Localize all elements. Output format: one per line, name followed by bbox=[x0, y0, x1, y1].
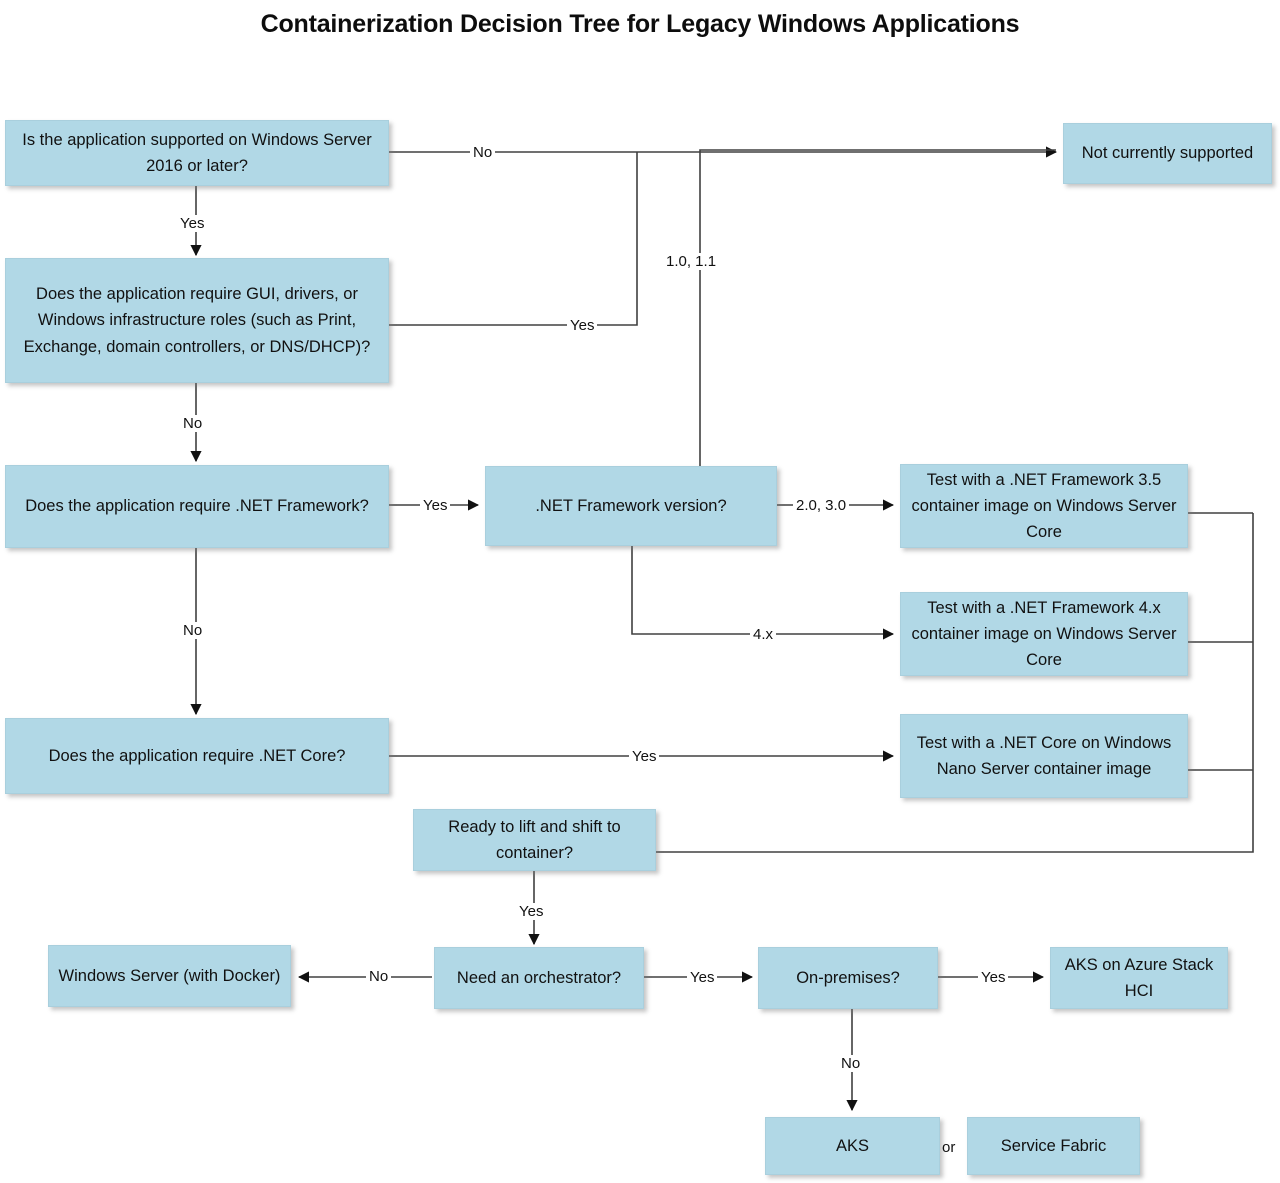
edge-label-onprem-no-text: No bbox=[841, 1055, 861, 1072]
edge-label-netcore-yes: Yes bbox=[629, 748, 660, 765]
edge-label-onprem-no: No bbox=[838, 1055, 864, 1072]
edge-label-orch-no-text: No bbox=[369, 968, 389, 985]
node-need-orchestrator-label: Need an orchestrator? bbox=[456, 968, 622, 987]
edge-label-supported-yes: Yes bbox=[177, 215, 208, 232]
node-dotnet-framework-version-label: .NET Framework version? bbox=[535, 496, 727, 515]
edge-label-version-20-30: 2.0, 3.0 bbox=[793, 497, 850, 514]
node-test-netfx-35[interactable]: Test with a .NET Framework 3.5 container… bbox=[900, 464, 1188, 548]
node-supported-label: Is the application supported on Windows … bbox=[22, 130, 372, 175]
node-on-premises-label: On-premises? bbox=[796, 968, 900, 987]
node-windows-server-docker-label: Windows Server (with Docker) bbox=[58, 966, 281, 985]
node-need-orchestrator[interactable]: Need an orchestrator? bbox=[434, 947, 644, 1009]
node-windows-server-docker[interactable]: Windows Server (with Docker) bbox=[48, 945, 291, 1007]
node-service-fabric[interactable]: Service Fabric bbox=[967, 1117, 1140, 1175]
edge-label-version-4x: 4.x bbox=[750, 626, 777, 643]
edge-label-gui-yes-text: Yes bbox=[570, 317, 595, 334]
node-test-dotnet-core[interactable]: Test with a .NET Core on Windows Nano Se… bbox=[900, 714, 1188, 798]
page-title: Containerization Decision Tree for Legac… bbox=[260, 10, 1020, 38]
edge-label-orch-no: No bbox=[366, 968, 392, 985]
node-gui-drivers-roles-label: Does the application require GUI, driver… bbox=[23, 285, 371, 356]
node-test-dotnet-core-label: Test with a .NET Core on Windows Nano Se… bbox=[916, 733, 1172, 778]
edge-label-netcore-yes-text: Yes bbox=[632, 748, 657, 765]
node-dotnet-framework-version[interactable]: .NET Framework version? bbox=[485, 466, 777, 546]
edge-label-supported-no: No bbox=[470, 144, 496, 161]
edge-label-version-10-11-text: 1.0, 1.1 bbox=[666, 253, 717, 270]
node-need-dotnet-framework[interactable]: Does the application require .NET Framew… bbox=[5, 465, 389, 548]
edge-label-orch-yes: Yes bbox=[687, 969, 718, 986]
node-need-dotnet-core[interactable]: Does the application require .NET Core? bbox=[5, 718, 389, 794]
edge-label-supported-no-text: No bbox=[473, 144, 493, 161]
node-aks-azure-stack-hci[interactable]: AKS on Azure Stack HCI bbox=[1050, 947, 1228, 1009]
node-ready-lift-and-shift-label: Ready to lift and shift to container? bbox=[448, 817, 621, 862]
edge-label-orch-yes-text: Yes bbox=[690, 969, 715, 986]
edge-label-netfx-no-text: No bbox=[183, 622, 203, 639]
edge-label-version-10-11: 1.0, 1.1 bbox=[663, 253, 720, 270]
node-aks-label: AKS bbox=[835, 1136, 870, 1155]
edge-label-onprem-yes: Yes bbox=[978, 969, 1009, 986]
edge-label-gui-no-text: No bbox=[183, 415, 203, 432]
edge-label-netfx-yes: Yes bbox=[420, 497, 451, 514]
node-not-currently-supported[interactable]: Not currently supported bbox=[1063, 123, 1272, 184]
edge-label-gui-yes: Yes bbox=[567, 317, 598, 334]
node-not-currently-supported-label: Not currently supported bbox=[1081, 144, 1254, 163]
edge-label-netfx-yes-text: Yes bbox=[423, 497, 448, 514]
edge-label-onprem-yes-text: Yes bbox=[981, 969, 1006, 986]
edge-label-netfx-no: No bbox=[180, 622, 206, 639]
edge-label-lift-yes-text: Yes bbox=[519, 903, 544, 920]
node-on-premises[interactable]: On-premises? bbox=[758, 947, 938, 1009]
edge-label-gui-no: No bbox=[180, 415, 206, 432]
node-aks-azure-stack-hci-label: AKS on Azure Stack HCI bbox=[1064, 955, 1214, 1000]
node-test-netfx-4x[interactable]: Test with a .NET Framework 4.x container… bbox=[900, 592, 1188, 676]
node-ready-lift-and-shift[interactable]: Ready to lift and shift to container? bbox=[413, 809, 656, 871]
edge-label-version-4x-text: 4.x bbox=[753, 626, 774, 643]
label-aks-or-service-fabric: or bbox=[942, 1139, 955, 1156]
node-test-netfx-35-label: Test with a .NET Framework 3.5 container… bbox=[911, 470, 1177, 542]
node-gui-drivers-roles[interactable]: Does the application require GUI, driver… bbox=[5, 258, 389, 383]
node-need-dotnet-core-label: Does the application require .NET Core? bbox=[48, 746, 346, 765]
node-aks[interactable]: AKS bbox=[765, 1117, 940, 1175]
node-test-netfx-4x-label: Test with a .NET Framework 4.x container… bbox=[911, 598, 1177, 670]
node-supported[interactable]: Is the application supported on Windows … bbox=[5, 120, 389, 186]
edge-label-supported-yes-text: Yes bbox=[180, 215, 205, 232]
node-service-fabric-label: Service Fabric bbox=[1000, 1136, 1107, 1155]
node-need-dotnet-framework-label: Does the application require .NET Framew… bbox=[25, 497, 369, 516]
label-aks-or-service-fabric-text: or bbox=[942, 1139, 956, 1156]
edge-label-lift-yes: Yes bbox=[516, 903, 547, 920]
edge-label-version-20-30-text: 2.0, 3.0 bbox=[796, 497, 847, 514]
